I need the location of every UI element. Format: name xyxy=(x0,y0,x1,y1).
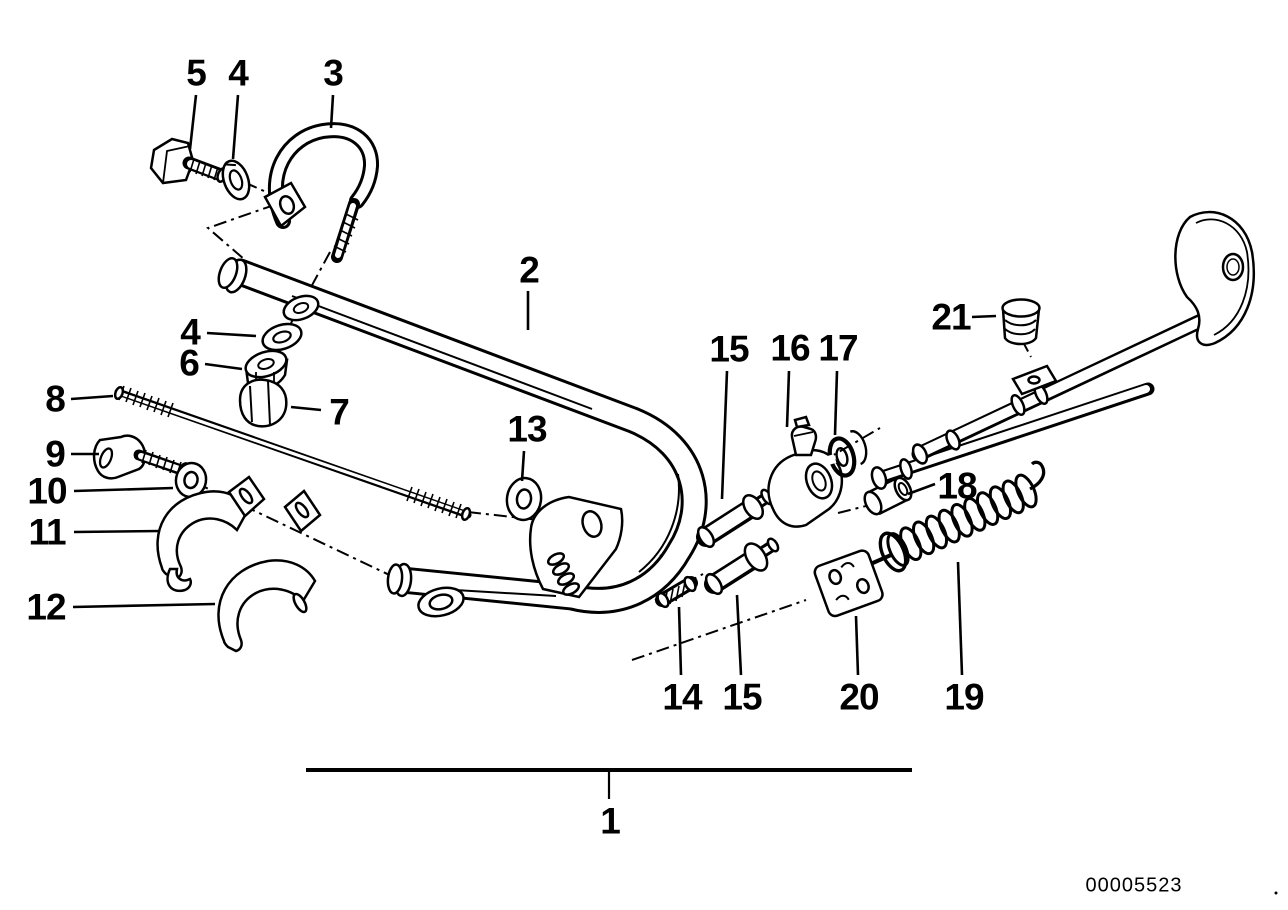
part-16-pivot-bracket xyxy=(767,415,844,528)
callout-19[interactable]: 19 xyxy=(944,676,984,718)
part-19-spring xyxy=(859,460,1046,573)
part-13-washer xyxy=(505,476,543,522)
callout-18[interactable]: 18 xyxy=(937,465,977,507)
callout-8[interactable]: 8 xyxy=(45,378,66,420)
stand-arm-assembly xyxy=(870,210,1256,490)
callout-17[interactable]: 17 xyxy=(818,327,858,369)
callout-4-top[interactable]: 4 xyxy=(228,52,249,94)
part-20-plate xyxy=(813,549,884,618)
part-15-pin-lower xyxy=(704,537,780,596)
callout-9[interactable]: 9 xyxy=(45,433,66,475)
callout-7[interactable]: 7 xyxy=(329,391,350,433)
callout-15-upper[interactable]: 15 xyxy=(709,328,749,370)
callout-4-mid[interactable]: 4 xyxy=(180,311,201,353)
callout-2[interactable]: 2 xyxy=(519,249,540,291)
bar-top-boss xyxy=(282,294,320,322)
callout-3[interactable]: 3 xyxy=(323,52,344,94)
foot-plate xyxy=(1174,210,1256,347)
part-15-pin-upper xyxy=(696,488,774,549)
part-7-cap-nut xyxy=(238,378,288,428)
bar-lower-lug xyxy=(417,586,465,618)
leader-lines xyxy=(70,94,997,676)
part-4-lock-washer-mid xyxy=(261,322,303,352)
drawing-number: 00005523 xyxy=(1085,874,1183,897)
callout-15-lower[interactable]: 15 xyxy=(722,676,762,718)
part-11-clamp-upper xyxy=(156,475,322,593)
part-2-safety-bar xyxy=(217,256,708,618)
callout-12[interactable]: 12 xyxy=(26,586,66,628)
callout-13[interactable]: 13 xyxy=(507,408,547,450)
callout-20[interactable]: 20 xyxy=(839,676,879,718)
part-21-buffer xyxy=(1001,298,1041,346)
part-14-set-screw xyxy=(655,575,698,609)
part-12-clamp-lower xyxy=(217,559,317,653)
part-3-u-clamp xyxy=(263,122,379,263)
callout-5[interactable]: 5 xyxy=(186,52,207,94)
callout-14[interactable]: 14 xyxy=(662,676,702,718)
callout-11[interactable]: 11 xyxy=(28,511,66,553)
part-9-socket-screw xyxy=(92,434,190,480)
bar-mount-bracket xyxy=(528,495,624,599)
callout-21[interactable]: 21 xyxy=(931,296,971,338)
part-4-lock-washer-top xyxy=(221,159,251,201)
part-8-tie-rod xyxy=(113,385,472,522)
stray-dot xyxy=(1274,891,1278,895)
callout-10[interactable]: 10 xyxy=(27,470,67,512)
part-1-bracket-line xyxy=(306,768,912,799)
part-5-hex-bolt xyxy=(149,137,228,185)
part-17-circlip xyxy=(826,430,868,478)
callout-6[interactable]: 6 xyxy=(179,342,200,384)
callout-16[interactable]: 16 xyxy=(770,327,810,369)
part-18-bushing xyxy=(863,476,913,516)
callout-1[interactable]: 1 xyxy=(600,800,621,842)
